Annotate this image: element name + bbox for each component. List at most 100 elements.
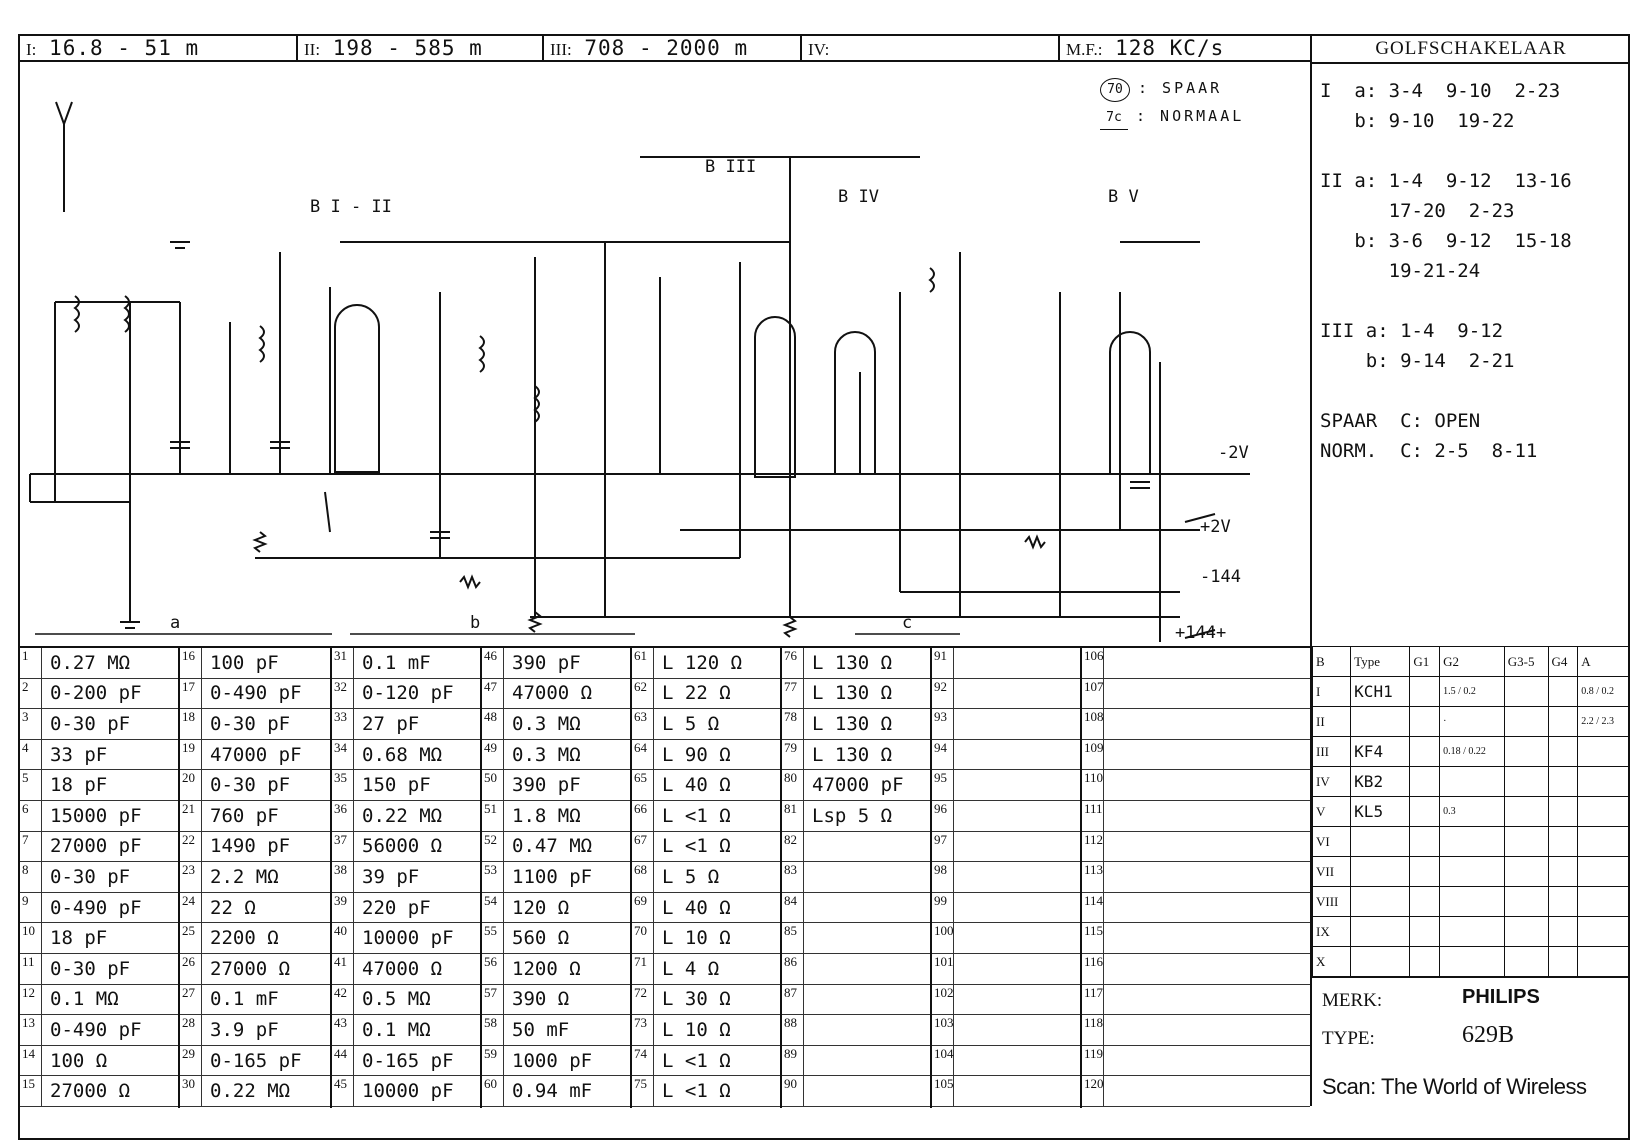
parts-row: 105	[932, 1076, 1080, 1107]
part-value: 2.2 MΩ	[210, 865, 279, 888]
part-number: 76	[782, 648, 804, 678]
tube-cell: IX	[1311, 916, 1352, 947]
tube-cell	[1547, 856, 1579, 887]
tube-cell	[1503, 856, 1549, 887]
parts-row: 97	[932, 831, 1080, 863]
part-value: 0-490 pF	[50, 896, 142, 919]
voltage-label-plus-144: +144+	[1175, 623, 1226, 643]
part-value: 1490 pF	[210, 835, 291, 858]
part-value: 390 Ω	[512, 988, 570, 1011]
part-value: L 5 Ω	[662, 712, 720, 735]
parts-row: 103	[932, 1015, 1080, 1046]
stage-label-b5: B V	[1108, 187, 1139, 207]
part-number: 96	[932, 800, 954, 831]
tube-cell	[1577, 766, 1630, 797]
part-number: 68	[632, 862, 654, 892]
part-number: 104	[932, 1045, 954, 1076]
part-number: 39	[332, 892, 354, 923]
circuit-diagram: B I - II B III B IV B V -2V +2V -144 +14…	[29, 101, 1250, 643]
part-number: 21	[180, 800, 202, 831]
part-value: L <1 Ω	[662, 835, 731, 858]
part-value: 390 pF	[512, 774, 581, 797]
part-value: 18 pF	[50, 927, 108, 950]
part-number: 16	[180, 648, 202, 678]
part-number: 11	[20, 953, 42, 984]
part-number: 35	[332, 770, 354, 800]
parts-row: 114	[1082, 892, 1310, 924]
part-value: 50 mF	[512, 1018, 570, 1041]
part-value: 560 Ω	[512, 927, 570, 950]
part-value: 2200 Ω	[210, 927, 279, 950]
parts-row: 120	[1082, 1076, 1310, 1107]
tube-cell	[1577, 826, 1630, 857]
tube-header-cell: G1	[1409, 646, 1441, 677]
band-3-value: 708 - 2000 m	[584, 36, 749, 60]
switch-note-line	[1320, 286, 1630, 316]
part-number: 86	[782, 953, 804, 984]
tube-header-cell: G3-5	[1503, 646, 1549, 677]
tube-cell	[1409, 766, 1441, 797]
tube-cell	[1547, 886, 1579, 917]
tube-cell	[1409, 916, 1441, 947]
part-value: 0-490 pF	[50, 1018, 142, 1041]
part-value: 0.1 MΩ	[50, 988, 119, 1011]
tube-cell	[1409, 826, 1441, 857]
part-number: 88	[782, 1015, 804, 1045]
type-value: 629B	[1462, 1022, 1515, 1048]
tube-cell	[1503, 826, 1549, 857]
part-value: 0-490 pF	[210, 682, 302, 705]
part-number: 48	[482, 709, 504, 739]
part-number: 120	[1082, 1076, 1104, 1106]
part-number: 62	[632, 678, 654, 709]
part-number: 106	[1082, 648, 1104, 678]
type-label: TYPE:	[1322, 1028, 1375, 1049]
part-value: L 30 Ω	[662, 988, 731, 1011]
tube-cell: KB2	[1350, 766, 1411, 797]
part-number: 90	[782, 1076, 804, 1106]
part-number: 65	[632, 770, 654, 800]
part-value: 47000 Ω	[512, 682, 593, 705]
part-value: 0-30 pF	[210, 774, 291, 797]
tube-cell	[1503, 736, 1549, 767]
part-value: 18 pF	[50, 774, 108, 797]
tube-cell	[1439, 946, 1505, 977]
part-number: 38	[332, 862, 354, 892]
tube-cell	[1503, 676, 1549, 707]
part-value: L 40 Ω	[662, 896, 731, 919]
part-value: 0.3 MΩ	[512, 712, 581, 735]
merk-label: MERK:	[1322, 990, 1383, 1011]
tube-cell	[1577, 916, 1630, 947]
parts-row: 108	[1082, 709, 1310, 740]
tube-header-cell: Type	[1350, 646, 1411, 677]
tube-cell: KCH1	[1350, 676, 1411, 707]
part-value: 27000 Ω	[50, 1080, 131, 1103]
part-number: 95	[932, 770, 954, 800]
part-number: 102	[932, 984, 954, 1015]
voltage-label-minus-144: -144	[1200, 567, 1241, 587]
part-value: 150 pF	[362, 774, 431, 797]
tube-cell	[1409, 796, 1441, 827]
part-value: L 90 Ω	[662, 743, 731, 766]
